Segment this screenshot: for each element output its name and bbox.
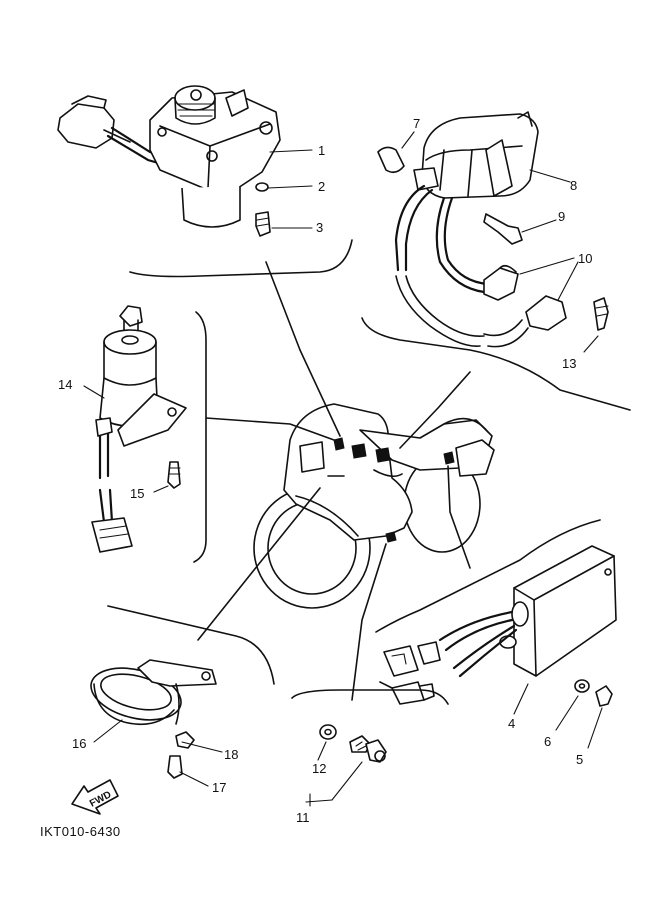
callout-2: 2 [318, 179, 325, 194]
forward-arrow-icon: FWD [71, 779, 119, 815]
ignition-coil-assembly [361, 111, 631, 411]
callout-5: 5 [576, 752, 583, 767]
callout-4: 4 [508, 716, 515, 731]
callout-12: 12 [312, 761, 326, 776]
callout-17: 17 [212, 780, 226, 795]
callout-3: 3 [316, 220, 323, 235]
motorcycle-outline [197, 261, 495, 701]
main-switch-assembly [57, 85, 353, 278]
callout-14: 14 [58, 377, 72, 392]
callout-1: 1 [318, 143, 325, 158]
cdi-unit-assembly [375, 519, 617, 749]
callout-10: 10 [578, 251, 592, 266]
callout-16: 16 [72, 736, 86, 751]
callout-13: 13 [562, 356, 576, 371]
lock-switch-assembly [83, 305, 207, 563]
callout-18: 18 [224, 747, 238, 762]
horn-assembly [90, 605, 275, 787]
callout-15: 15 [130, 486, 144, 501]
neutral-switch-assembly [291, 689, 449, 807]
drawing-code: IKT010-6430 [40, 824, 121, 839]
callout-8: 8 [570, 178, 577, 193]
callout-9: 9 [558, 209, 565, 224]
callout-6: 6 [544, 734, 551, 749]
callout-7: 7 [413, 116, 420, 131]
callout-11: 11 [296, 810, 310, 825]
